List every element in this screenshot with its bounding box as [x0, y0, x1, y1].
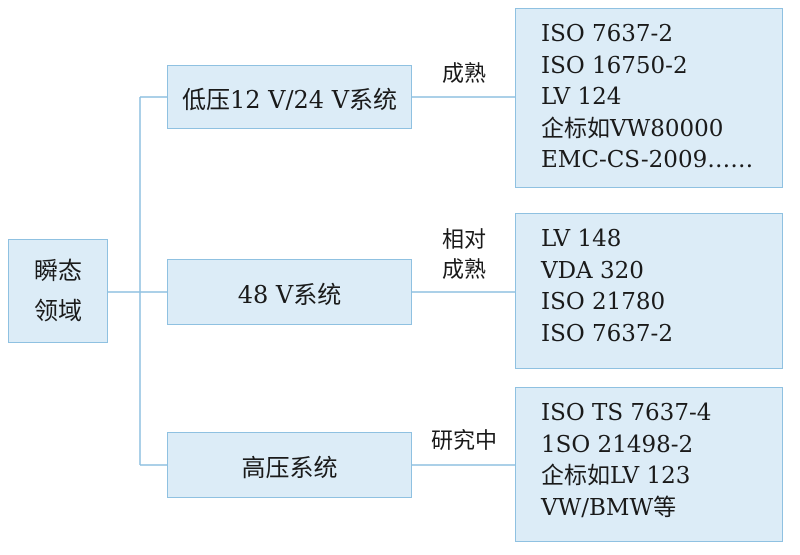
system-label: 高压系统 — [241, 453, 338, 482]
status-line: 研究中 — [430, 429, 497, 454]
standard-item: ISO 7637-2 — [541, 21, 673, 47]
system-high-voltage: 高压系统 — [167, 432, 412, 498]
root-label-line2: 领域 — [34, 297, 82, 325]
root-label-line1: 瞬态 — [34, 257, 82, 285]
standard-item: ISO 7637-2 — [541, 320, 673, 347]
standard-item: 企标如VW80000 — [541, 115, 724, 142]
status-line: 成熟 — [441, 62, 486, 87]
status-label-researching: 研究中 — [420, 427, 508, 457]
standard-item: ISO TS 7637-4 — [541, 400, 712, 426]
system-low-voltage: 低压12 V/24 V系统 — [167, 65, 412, 129]
system-label: 低压12 V/24 V系统 — [181, 85, 398, 114]
standard-item: ISO 16750-2 — [541, 52, 688, 79]
system-label: 48 V系统 — [237, 280, 342, 309]
standard-item: LV 148 — [541, 226, 622, 252]
standard-item: VW/BMW等 — [541, 494, 677, 521]
status-line: 成熟 — [441, 258, 486, 283]
standard-item: VDA 320 — [541, 257, 644, 284]
standards-list-48v: LV 148 VDA 320 ISO 21780 ISO 7637-2 — [515, 213, 783, 369]
system-48v: 48 V系统 — [167, 259, 412, 325]
standard-item: ISO 21780 — [541, 289, 666, 315]
standard-item: LV 124 — [541, 84, 622, 110]
standards-list-high-voltage: ISO TS 7637-4 1SO 21498-2 企标如LV 123 VW/B… — [515, 387, 783, 542]
standard-item: 1SO 21498-2 — [541, 431, 694, 458]
root-node: 瞬态 领域 — [8, 239, 108, 343]
standard-item: 企标如LV 123 — [541, 463, 691, 489]
standards-list-low-voltage: ISO 7637-2 ISO 16750-2 LV 124 企标如VW80000… — [515, 8, 783, 188]
status-label-mature: 成熟 — [420, 60, 508, 90]
status-label-relatively-mature: 相对 成熟 — [420, 226, 508, 286]
standard-item: EMC-CS-2009…… — [541, 147, 754, 173]
status-line: 相对 — [441, 228, 486, 253]
